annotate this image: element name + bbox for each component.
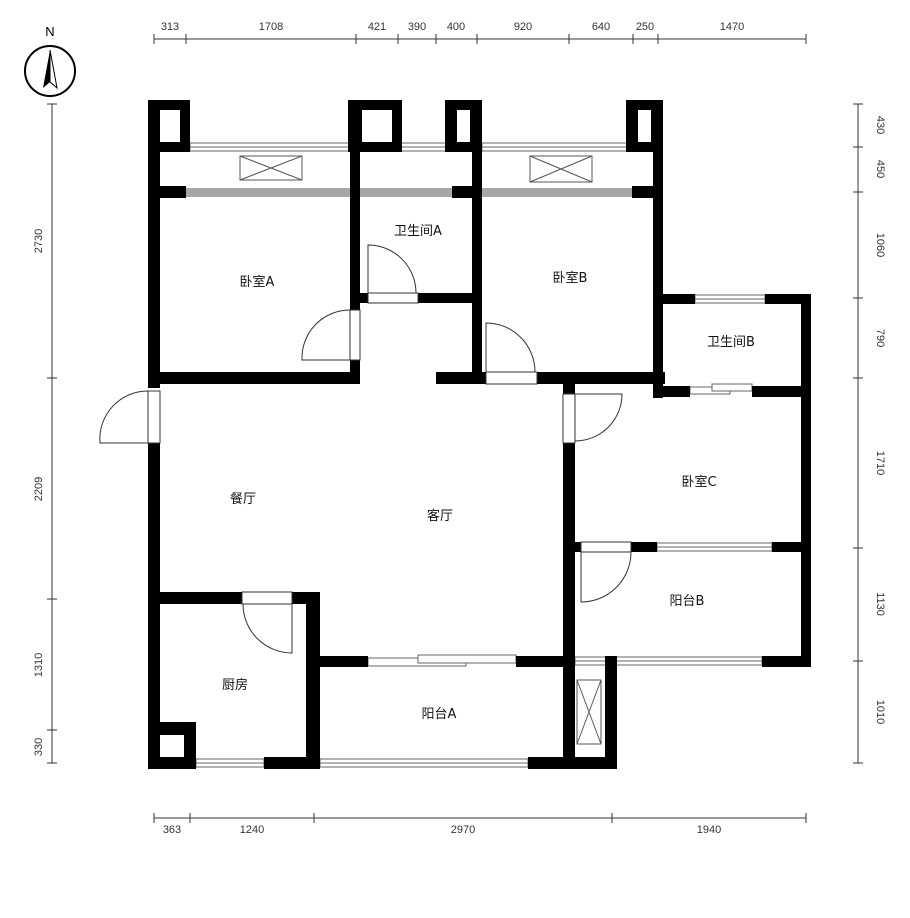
dimension-bottom — [153, 813, 807, 823]
dim-bottom-3: 2970 — [451, 824, 475, 836]
dimension-left — [47, 103, 57, 764]
dim-right-7: 1010 — [874, 700, 886, 724]
dimension-left-labels: 2730 2209 1310 330 — [33, 229, 45, 756]
dim-bottom-4: 1940 — [697, 824, 721, 836]
room-label-balcony-b: 阳台B — [670, 594, 705, 609]
room-label-bedroom-c: 卧室C — [681, 474, 716, 490]
doors — [99, 244, 632, 654]
ac-unit-icon — [239, 155, 593, 183]
dim-top-6: 920 — [514, 21, 532, 33]
dim-right-2: 450 — [874, 160, 886, 178]
dim-bottom-2: 1240 — [240, 824, 264, 836]
room-labels: 卧室A 卫生间A 卧室B 卫生间B 卧室C 餐厅 客厅 阳台B 厨房 阳台A — [222, 224, 755, 722]
dim-left-1: 2730 — [33, 229, 45, 253]
sliding-partitions — [186, 188, 632, 197]
dim-right-5: 1710 — [874, 451, 886, 475]
dim-bottom-1: 363 — [163, 824, 181, 836]
dimension-top-labels: 313 1708 421 390 400 920 640 250 1470 — [161, 21, 744, 33]
dimension-top — [153, 34, 807, 44]
room-label-kitchen: 厨房 — [222, 677, 248, 693]
room-label-balcony-a: 阳台A — [422, 707, 457, 722]
dimension-right — [853, 103, 863, 764]
room-label-bath-a: 卫生间A — [394, 224, 442, 239]
dim-top-9: 1470 — [720, 21, 744, 33]
walls — [148, 100, 811, 769]
dim-top-8: 250 — [636, 21, 654, 33]
column-holes — [160, 110, 651, 757]
shaft-icon — [576, 679, 602, 745]
dim-right-6: 1130 — [874, 592, 886, 616]
room-label-dining: 餐厅 — [230, 491, 256, 507]
north-label: N — [45, 24, 54, 39]
dim-left-2: 2209 — [33, 477, 45, 501]
dim-top-3: 421 — [368, 21, 386, 33]
dimension-right-labels: 430 450 1060 790 1710 1130 1010 — [874, 116, 886, 724]
dim-left-3: 1310 — [33, 653, 45, 677]
north-compass-icon — [24, 45, 76, 97]
room-label-bedroom-b: 卧室B — [553, 270, 588, 286]
dim-top-5: 400 — [447, 21, 465, 33]
room-label-bedroom-a: 卧室A — [240, 274, 275, 290]
dim-top-7: 640 — [592, 21, 610, 33]
dim-top-2: 1708 — [259, 21, 283, 33]
dim-right-4: 790 — [874, 329, 886, 347]
dim-top-1: 313 — [161, 21, 179, 33]
dim-right-3: 1060 — [874, 233, 886, 257]
room-label-bath-b: 卫生间B — [707, 335, 755, 350]
dim-right-1: 430 — [874, 116, 886, 134]
dimension-bottom-labels: 363 1240 2970 1940 — [163, 824, 721, 836]
dim-top-4: 390 — [408, 21, 426, 33]
room-label-living: 客厅 — [427, 508, 453, 524]
dim-left-4: 330 — [33, 738, 45, 756]
